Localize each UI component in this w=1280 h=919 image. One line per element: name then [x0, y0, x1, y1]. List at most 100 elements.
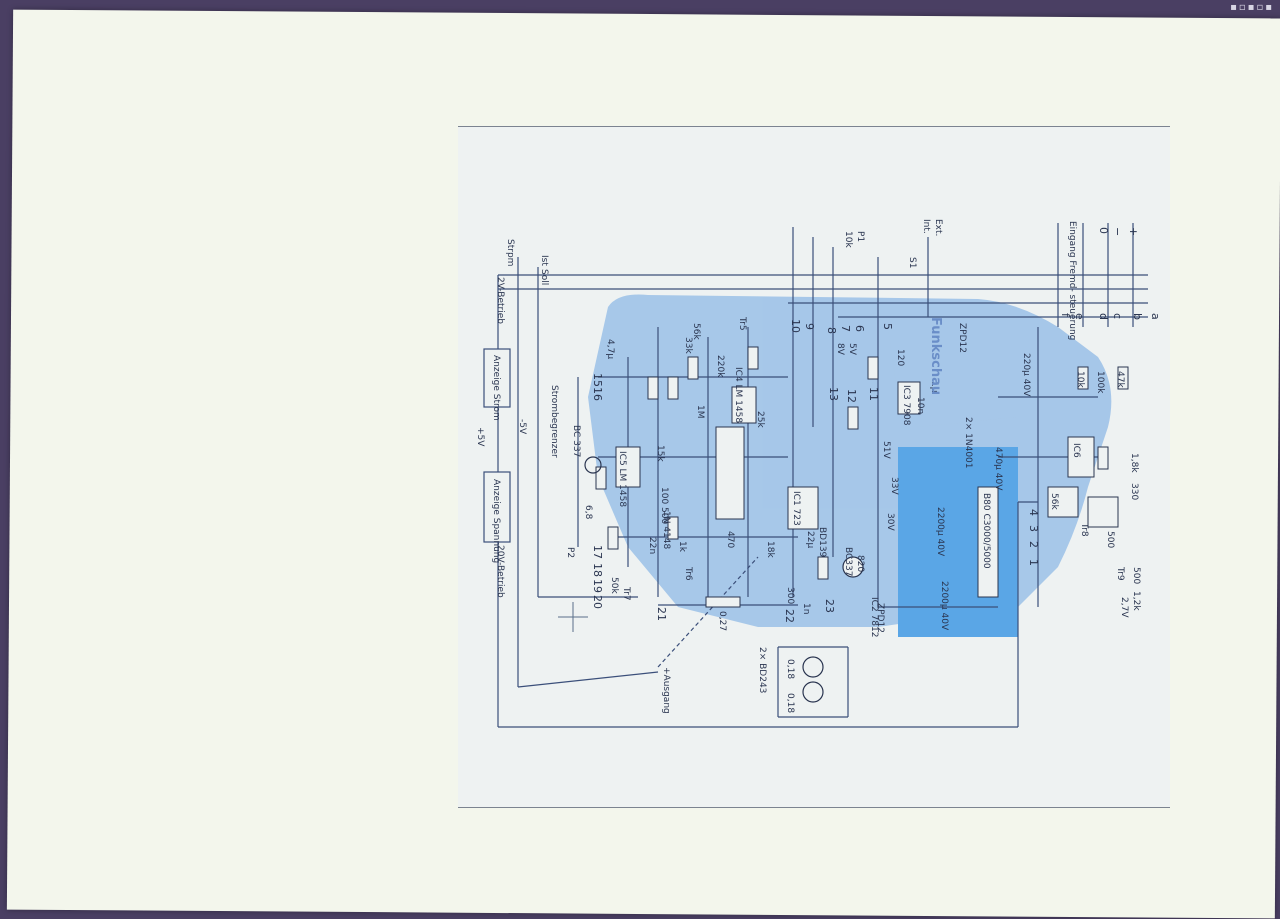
label-eingang: Eingang Fremd- steuerung	[1067, 221, 1077, 340]
label-strpm: Strpm	[505, 239, 515, 266]
label-ic1: IC1 723	[791, 491, 801, 526]
node-20: 20	[591, 595, 604, 609]
label-r-47k: 47k	[1115, 371, 1125, 388]
terminal-e: e	[1073, 313, 1086, 320]
node-1: 1	[1027, 559, 1040, 566]
label-r-6-8: 6,8	[583, 505, 593, 520]
node-21: 21	[655, 607, 668, 621]
terminal-d: d	[1097, 313, 1110, 320]
label-ic2: IC2 7812	[869, 597, 879, 637]
node-15: 15	[591, 373, 604, 387]
label-r-500-a: 500	[1105, 531, 1115, 548]
ic3-body	[897, 381, 921, 415]
label-r-820: 820	[855, 555, 865, 572]
label-r-220k: 220k	[715, 355, 725, 378]
node-11: 11	[867, 387, 880, 401]
label-v-8v: 8V	[835, 343, 845, 356]
label-r-56k: 56k	[1049, 493, 1059, 510]
schematic-printout: Ist Soll Strpm 2V-Betrieb 20V-Betrieb An…	[458, 126, 1170, 808]
label-p2: P2	[565, 547, 575, 558]
label-1n4001: 2× 1N4001	[963, 417, 973, 469]
node-16: 16	[591, 387, 604, 401]
label-r-25k: 25k	[755, 411, 765, 428]
resistor-array	[715, 426, 745, 520]
ic1-body	[787, 486, 819, 530]
label-tr6: Tr6	[683, 566, 693, 581]
label-cap-2200-a: 2200µ 40V	[935, 507, 945, 557]
label-r-300: 300	[785, 587, 795, 604]
label-int: Int.	[921, 219, 931, 234]
crosshair-mark	[558, 602, 588, 632]
label-plus-5v: +5V	[475, 427, 485, 447]
label-cap-2200-b: 2200µ 40V	[939, 581, 949, 631]
label-r-1-8k: 1,8k	[1129, 453, 1139, 473]
label-r-33k: 33k	[683, 337, 693, 354]
label-p-10k: 10k	[843, 231, 853, 248]
label-tr5: Tr5	[737, 316, 747, 331]
res-027-body	[705, 596, 741, 608]
label-c-1n: 1n	[801, 603, 811, 614]
label-bridge: B80 C3000/5000	[981, 493, 991, 569]
ic6-body	[1067, 436, 1095, 478]
label-res-018-a: 0,18	[785, 659, 795, 679]
board-title: Funkschau	[928, 317, 943, 395]
node-10: 10	[789, 319, 802, 333]
label-bd139: BD139	[817, 527, 827, 558]
label-bd243: 2× BD243	[757, 647, 767, 693]
label-bc337-a: BC337	[843, 547, 853, 576]
label-ist: Ist	[539, 255, 549, 266]
label-ic6: IC6	[1071, 443, 1081, 458]
components	[595, 346, 1129, 608]
node-13: 13	[827, 387, 840, 401]
label-1n4148: 1N 4148	[661, 511, 671, 549]
node-9: 9	[803, 323, 816, 330]
circuit-diagram: Ist Soll Strpm 2V-Betrieb 20V-Betrieb An…	[475, 219, 1162, 728]
node-numbers: 10 9 8 7 6 5 11 12 13 15 16 17 18 19 20 …	[591, 227, 1162, 623]
terminal-f: f	[1059, 313, 1072, 318]
label-anzeige-strom: Anzeige Strom	[491, 355, 501, 421]
label-anzeige-spannung: Anzeige Spannung	[491, 479, 501, 563]
node-23: 23	[823, 599, 836, 613]
bridge-body	[977, 486, 999, 598]
label-strombegrenzer: Strombegrenzer	[549, 385, 559, 458]
label-res-018-b: 0,18	[785, 693, 795, 713]
label-r-56k-b: 56k	[691, 323, 701, 340]
transistors	[584, 456, 864, 703]
label-v-51v: 51V	[881, 441, 891, 459]
node-12: 12	[845, 389, 858, 403]
label-zpd12-b: ZPD12	[875, 603, 885, 633]
label-ic4: IC4 LM 1458	[733, 367, 743, 423]
label-minus-5v: -5V	[517, 419, 527, 435]
label-ic3: IC3 7908	[901, 385, 911, 426]
label-c-4-7u: 4,7µ	[605, 339, 615, 359]
corner-pattern: ▪▫▪▫▪	[1230, 2, 1274, 13]
label-cap-470: 470µ 40V	[993, 447, 1003, 491]
label-res-027: 0,27	[717, 611, 727, 631]
label-2v-betrieb: 2V-Betrieb	[495, 277, 505, 324]
ic5-body	[615, 446, 641, 488]
label-r-1m: 1M	[695, 405, 705, 419]
label-ausgang: +Ausgang	[661, 667, 671, 714]
label-r-10k: 10k	[1075, 371, 1085, 388]
node-18: 18	[591, 563, 604, 577]
label-cap-220: 220µ 40V	[1021, 353, 1031, 397]
label-zpd12-a: ZPD12	[957, 323, 967, 353]
label-p1: P1	[855, 231, 865, 242]
label-r-100k: 100k	[1095, 371, 1105, 394]
label-r-330: 330	[1129, 483, 1139, 500]
node-5: 5	[881, 323, 894, 330]
label-r-15k: 15k	[655, 445, 665, 462]
label-r-500-b: 500	[1131, 567, 1141, 584]
label-c-1u: 1µ	[929, 381, 939, 393]
label-r-18k-b: 18k	[765, 541, 775, 558]
label-bc337-b: BC 337	[571, 425, 581, 457]
node-17: 17	[591, 545, 604, 559]
label-r-120: 120	[895, 349, 905, 366]
terminal-c: c	[1111, 313, 1124, 319]
label-z-27v: 2,7V	[1119, 597, 1129, 618]
label-soll: Soll	[539, 269, 549, 285]
label-s1: S1	[907, 257, 917, 268]
node-2: 2	[1027, 541, 1040, 548]
label-r-50k: 50k	[609, 577, 619, 594]
label-tr8: Tr8	[1079, 522, 1089, 537]
